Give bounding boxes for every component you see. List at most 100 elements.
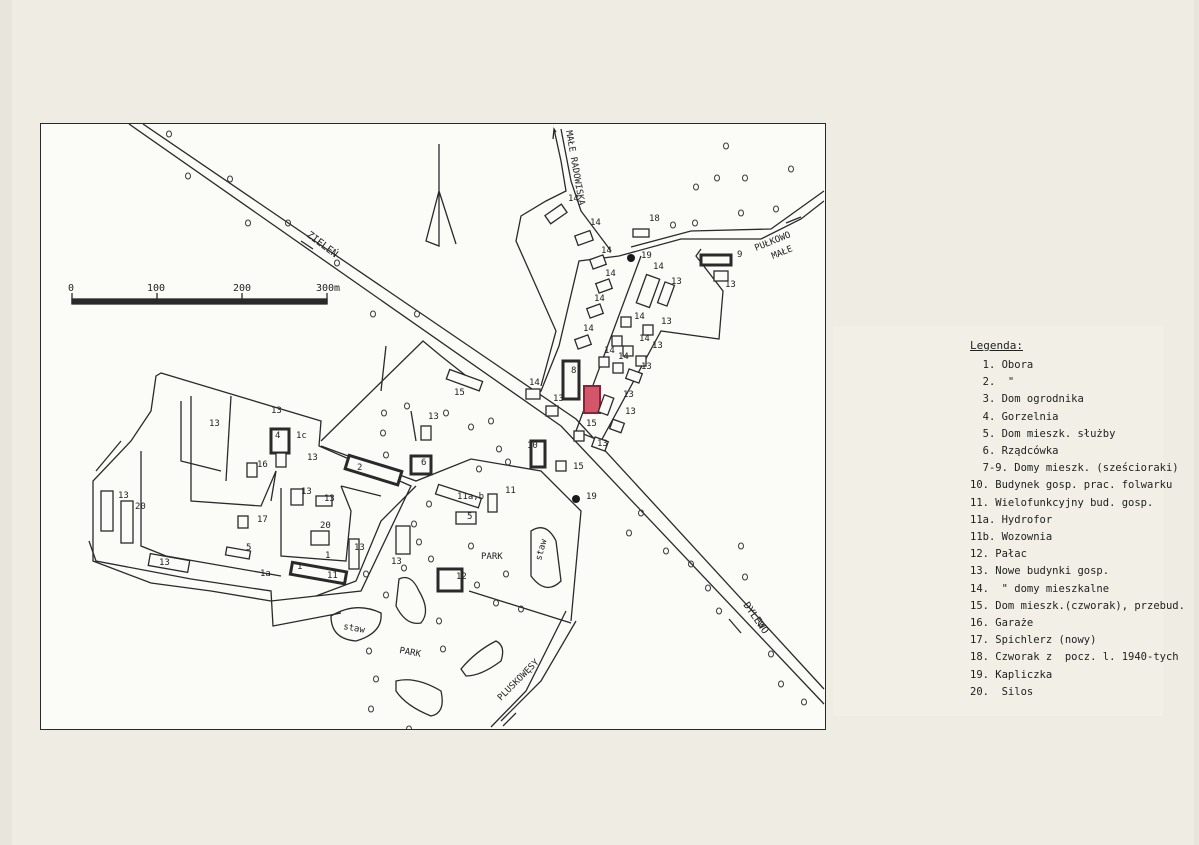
- legend-item: 11a. Hydrofor: [970, 513, 1053, 526]
- building-number: 14: [639, 334, 650, 344]
- building-number: 11: [505, 486, 516, 496]
- legend-item: 5. Dom mieszk. służby: [970, 427, 1116, 440]
- road-pluskowesy: [500, 620, 577, 722]
- legend-item: 6. Rządcówka: [970, 445, 1059, 458]
- building-number: 16: [257, 460, 268, 470]
- building-number: 10: [527, 441, 538, 451]
- legend-item: 13. Nowe budynki gosp.: [970, 565, 1110, 578]
- building-number: 13: [553, 394, 564, 404]
- legend-item: 11. Wielofunkcyjny bud. gosp.: [970, 496, 1154, 509]
- legend-item: 11b. Wozownia: [970, 531, 1053, 544]
- legend-item: 17. Spichlerz (nowy): [970, 634, 1097, 647]
- building-number: 1a: [260, 569, 271, 579]
- legend-item: 1. Obora: [970, 359, 1034, 371]
- road-pulkowo: [618, 200, 825, 257]
- building-number: 13: [301, 487, 312, 497]
- scale-tick-0: 0: [68, 283, 74, 294]
- building-number: 13: [307, 453, 318, 463]
- building-number: 13: [661, 317, 672, 327]
- north-arrow: [425, 144, 457, 247]
- building-number: 13: [271, 406, 282, 416]
- map-drawing: 11341c1316132613151313201751a11113201311…: [68, 124, 825, 729]
- tree-group-1: [395, 576, 427, 625]
- building-number: 14: [568, 194, 579, 204]
- legend-item: 18. Czworak z pocz. l. 1940-tych: [970, 651, 1179, 664]
- building-number: 15: [586, 419, 597, 429]
- scale-tick-200: 200: [233, 283, 251, 294]
- building-number: 19: [586, 492, 597, 502]
- building-number: 14: [583, 324, 594, 334]
- building-number: 5: [246, 543, 251, 553]
- building-number: 15: [454, 388, 465, 398]
- building-number: 13: [652, 341, 663, 351]
- building-number: 13: [641, 362, 652, 372]
- area-label-park-1: PARK: [481, 552, 503, 562]
- building-number: 13: [597, 439, 608, 449]
- legend-item: 7-9. Domy mieszk. (sześcioraki): [970, 462, 1179, 475]
- legend-item: 19. Kapliczka: [970, 668, 1053, 681]
- building-number: 14: [601, 246, 612, 256]
- building-number: 1: [325, 551, 330, 561]
- manor-enclosure: [92, 372, 412, 602]
- building-number: 8: [571, 366, 576, 376]
- legend-item: 4. Gorzelnia: [970, 410, 1059, 423]
- building-number: 14: [529, 378, 540, 388]
- building-number: 14: [594, 294, 605, 304]
- road-manor: [320, 340, 480, 442]
- building-number: 14: [590, 218, 601, 228]
- legend-list: 1. Obora 2. " 3. Dom ogrodnika 4. Gorzel…: [970, 357, 1185, 701]
- building-number: 4: [275, 431, 280, 441]
- scale-tick-100: 100: [147, 283, 165, 294]
- road-label-zielen: ZIELEŃ: [304, 228, 341, 260]
- road-male-radowiska: [515, 128, 567, 387]
- building-number: 13: [671, 277, 682, 287]
- road-zielen-dylewo-edge: [142, 124, 825, 690]
- area-label-park-2: PARK: [398, 646, 422, 660]
- tree-group-3: [395, 679, 443, 717]
- pond-east: [530, 527, 562, 588]
- building-number: 13: [324, 494, 335, 504]
- building-number: 14: [618, 352, 629, 362]
- building-number: 13: [428, 412, 439, 422]
- building-number: 11a,b: [457, 492, 484, 502]
- building-number: 2: [357, 463, 362, 473]
- road-label-male-radowiska: MAŁE RADOWISKA: [563, 130, 586, 207]
- building-number: 13: [625, 407, 636, 417]
- building-number: 6: [421, 458, 426, 468]
- scale-bar: [71, 293, 328, 305]
- building-number: 11: [327, 571, 338, 581]
- building-number: 5: [467, 512, 472, 522]
- building-number: 13: [118, 491, 129, 501]
- pond-west: [330, 607, 382, 642]
- legend-item: 20. Silos: [970, 685, 1034, 698]
- legend-item: 14. " domy mieszkalne: [970, 582, 1110, 595]
- building-number: 13: [725, 280, 736, 290]
- building-number: 12: [456, 572, 467, 582]
- building-number: 13: [159, 558, 170, 568]
- building-number: 20: [135, 502, 146, 512]
- building-number: 1c: [296, 431, 307, 441]
- legend-title: Legenda:: [970, 339, 1023, 352]
- building-number: 14: [605, 269, 616, 279]
- legend-panel: [833, 326, 1163, 716]
- building-number: 13: [391, 557, 402, 567]
- road-label-male: MAŁE: [770, 244, 794, 261]
- building-number: 18: [649, 214, 660, 224]
- building-number: 13: [354, 543, 365, 553]
- building-number: 15: [573, 462, 584, 472]
- area-label-staw-1: staw: [534, 538, 549, 562]
- legend-item: 10. Budynek gosp. prac. folwarku: [970, 479, 1173, 492]
- road-zielen-dylewo: [128, 124, 825, 705]
- building-number: 13: [209, 419, 220, 429]
- scale-labels: 0 100 200 300m: [68, 283, 340, 294]
- legend-item: 3. Dom ogrodnika: [970, 393, 1084, 406]
- building-number: 13: [623, 390, 634, 400]
- legend-item: 12. Pałac: [970, 548, 1027, 561]
- building-number: 14: [604, 346, 615, 356]
- area-label-staw-2: staw: [342, 622, 366, 636]
- building-number: 9: [737, 250, 742, 260]
- building-number: 20: [320, 521, 331, 531]
- building-number: 1: [297, 562, 302, 572]
- building-number: 14: [634, 312, 645, 322]
